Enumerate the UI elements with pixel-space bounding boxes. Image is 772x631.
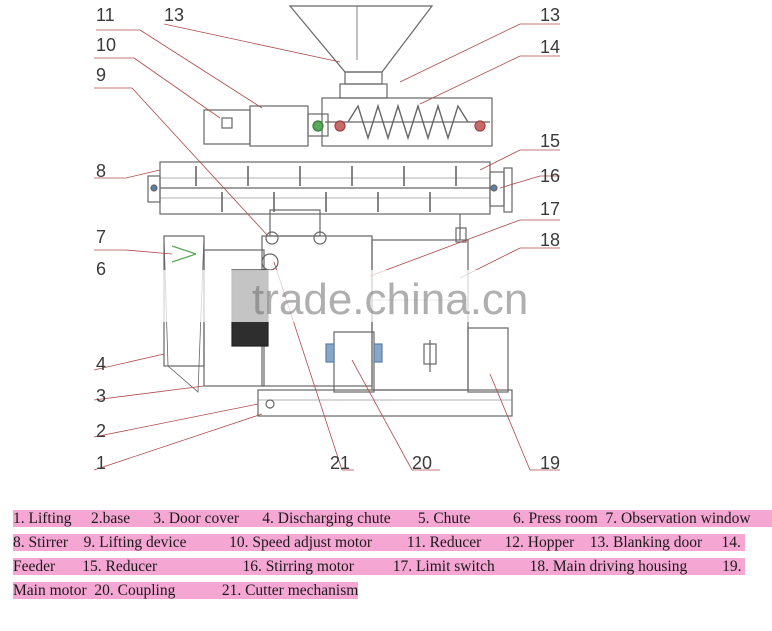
callout-9: 9 (96, 65, 106, 85)
legend-item: 4. Discharging chute (262, 510, 418, 527)
hopper-shape (288, 5, 434, 73)
screw-shape (347, 103, 469, 141)
legend-item: 8. Stirrer (13, 534, 84, 551)
callout-7: 7 (96, 227, 106, 247)
parts-legend: 1. Lifting 2.base 3. Door cover 4. Disch… (13, 507, 772, 603)
callout-17: 17 (540, 199, 560, 219)
callout-8: 8 (96, 161, 106, 181)
legend-item: 18. Main driving housing (529, 558, 723, 575)
feeder-housing (321, 97, 493, 147)
watermark-text: trade.china.cn (252, 275, 528, 324)
legend-item: 1. Lifting (13, 510, 91, 527)
legend-item: 15. Reducer (82, 558, 243, 575)
legend-item: 12. Hopper (500, 534, 590, 551)
callout-1: 1 (96, 453, 106, 473)
legend-item: 7. Observation window (605, 510, 772, 527)
callout-20: 20 (412, 453, 432, 473)
legend-item: 3. Door cover (153, 510, 263, 527)
watermark-band (150, 270, 550, 322)
extruder-drawing (147, 5, 513, 417)
callout-13-left: 13 (164, 5, 184, 25)
main-motor (467, 327, 509, 393)
legend-item: 2.base (90, 510, 154, 527)
machine-diagram: 11 13 13 10 14 9 15 8 16 17 7 18 6 4 3 2… (93, 5, 560, 473)
legend-item: 9. Lifting device (83, 534, 230, 551)
callout-11: 11 (96, 5, 115, 25)
legend-item: 6. Press room (512, 510, 606, 527)
callout-19: 19 (540, 453, 560, 473)
speed-motor (203, 109, 251, 145)
legend-item: 5. Chute (417, 510, 513, 527)
legend-item: 17. Limit switch (392, 558, 530, 575)
legend-item: 16. Stirring motor (242, 558, 393, 575)
legend-item: 10. Speed adjust motor (229, 534, 407, 551)
callout-10: 10 (96, 35, 116, 55)
callout-18: 18 (540, 230, 560, 250)
callout-6: 6 (96, 259, 106, 279)
legend-item: 20. Coupling (94, 582, 222, 599)
callout-21: 21 (330, 453, 350, 473)
legend-item: 21. Cutter mechanism (221, 582, 359, 599)
callout-13-right: 13 (540, 5, 560, 25)
callout-labels: 11 13 13 10 14 9 15 8 16 17 7 18 6 4 3 2… (96, 5, 560, 473)
callout-4: 4 (96, 354, 106, 374)
callout-16: 16 (540, 166, 560, 186)
reducer-upper (249, 105, 309, 147)
callout-3: 3 (96, 386, 106, 406)
callout-2: 2 (96, 421, 106, 441)
coupling (333, 331, 375, 393)
callout-14: 14 (540, 37, 560, 57)
lifting-device-wheel (265, 231, 279, 245)
callout-15: 15 (540, 131, 560, 151)
base (257, 389, 513, 417)
legend-item: 11. Reducer (406, 534, 501, 551)
legend-item: 13. Blanking door (589, 534, 722, 551)
